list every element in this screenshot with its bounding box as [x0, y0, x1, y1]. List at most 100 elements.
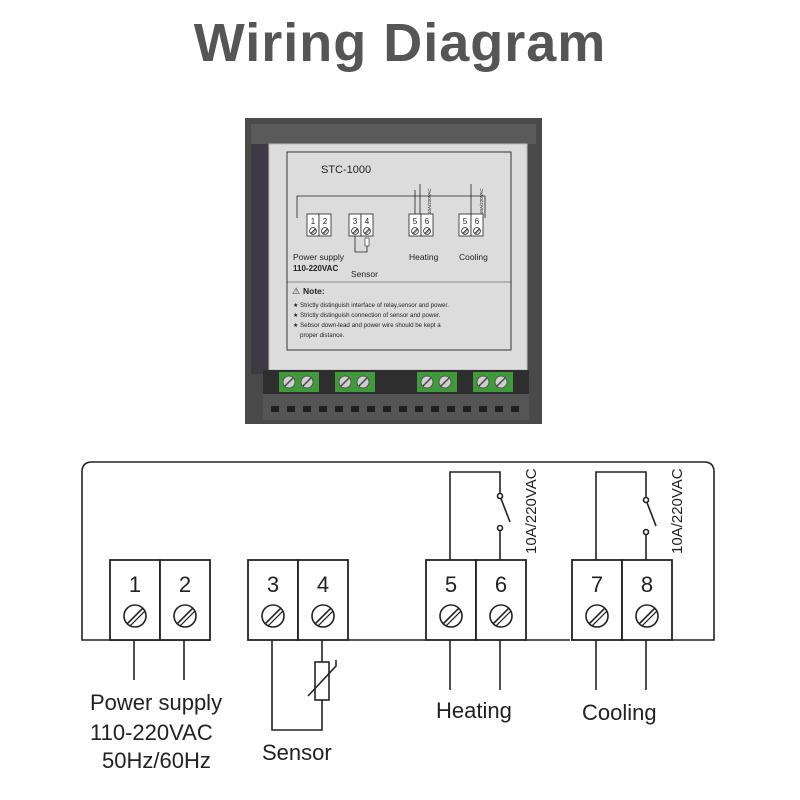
cooling-relay — [595, 471, 657, 560]
screw-icon — [363, 227, 371, 235]
screw-icon — [261, 604, 285, 628]
terminal-8: 8 — [621, 559, 673, 641]
vent-slot — [431, 406, 439, 412]
vent-slot — [303, 406, 311, 412]
vent-slot — [447, 406, 455, 412]
diagram-voltage-label: 110-220VAC — [90, 720, 213, 745]
terminal-7: 7 — [571, 559, 623, 641]
screw-icon — [311, 604, 335, 628]
vent-slot — [415, 406, 423, 412]
label-terminal: 5 — [458, 213, 472, 237]
device-connectors — [279, 372, 513, 392]
vent-slot — [511, 406, 519, 412]
label-note-title: Note: — [303, 286, 325, 296]
vent-slot — [367, 406, 375, 412]
label-relay-rating-2: 10A/220VAC — [479, 188, 484, 214]
screw-icon — [309, 227, 317, 235]
screw-icon — [173, 604, 197, 628]
connector-block — [473, 372, 513, 392]
terminal-number: 3 — [267, 572, 279, 597]
label-note-2: Strictly distinguish connection of senso… — [300, 312, 441, 319]
star-icon: ★ — [293, 302, 298, 309]
terminal-number: 7 — [591, 572, 603, 597]
star-icon: ★ — [293, 312, 298, 319]
vent-slot — [351, 406, 359, 412]
diagram-cooling-label: Cooling — [582, 700, 657, 725]
label-voltage: 110-220VAC — [293, 264, 338, 273]
screw-icon — [351, 227, 359, 235]
terminal-number: 2 — [179, 572, 191, 597]
vent-slot — [335, 406, 343, 412]
vent-slot — [383, 406, 391, 412]
device-label — [268, 143, 528, 371]
diagram-power-supply-label: Power supply — [90, 690, 222, 715]
screw-icon — [489, 604, 513, 628]
screw-icon — [473, 227, 481, 235]
cooling-relay-rating: 10A/220VAC — [669, 468, 686, 554]
terminal-number: 4 — [365, 217, 370, 226]
label-terminal: 6 — [420, 213, 434, 237]
terminal-number: 5 — [413, 217, 418, 226]
screw-icon — [411, 227, 419, 235]
vent-slot — [271, 406, 279, 412]
diagram-heating-label: Heating — [436, 698, 512, 723]
label-sensor: Sensor — [351, 269, 378, 279]
enclosure-outline — [81, 461, 715, 641]
heating-relay-rating: 10A/220VAC — [523, 468, 540, 554]
terminal-1: 1 — [109, 559, 161, 641]
device-bottom — [263, 394, 529, 420]
connector-block — [279, 372, 319, 392]
label-terminal: 4 — [360, 213, 374, 237]
heating-relay — [449, 471, 511, 560]
label-terminal: 6 — [470, 213, 484, 237]
terminal-2: 2 — [159, 559, 211, 641]
vent-slot — [287, 406, 295, 412]
label-power-supply: Power supply — [293, 252, 345, 262]
terminal-number: 5 — [463, 217, 468, 226]
page-title: Wiring Diagram — [193, 13, 607, 73]
label-note-3: Sebsor down-lead and power wire should b… — [300, 322, 441, 329]
label-note-1: Strictly distinguish interface of relay,… — [300, 302, 449, 309]
terminal-4: 4 — [297, 559, 349, 641]
screw-icon — [321, 227, 329, 235]
label-terminal: 3 — [348, 213, 362, 237]
label-terminal: 5 — [408, 213, 422, 237]
terminal-6: 6 — [475, 559, 527, 641]
terminal-number: 5 — [445, 572, 457, 597]
vent-slot — [463, 406, 471, 412]
vent-slot — [399, 406, 407, 412]
terminal-number: 6 — [475, 217, 480, 226]
label-heating: Heating — [409, 252, 439, 262]
device-vents — [271, 406, 519, 412]
diagram-sensor-label: Sensor — [262, 740, 332, 765]
terminal-number: 1 — [129, 572, 141, 597]
screw-icon — [123, 604, 147, 628]
screw-icon — [439, 604, 463, 628]
label-terminal-strip — [296, 184, 486, 218]
terminal-number: 4 — [317, 572, 329, 597]
vent-slot — [495, 406, 503, 412]
label-relay-rating-1: 10A/220VAC — [427, 188, 432, 214]
device-label-inner — [286, 151, 512, 351]
screw-icon — [585, 604, 609, 628]
screw-icon — [461, 227, 469, 235]
warning-icon: ⚠ — [292, 286, 300, 296]
label-cooling: Cooling — [459, 252, 488, 262]
connector-block — [335, 372, 375, 392]
terminal-number: 2 — [323, 217, 328, 226]
terminal-3: 3 — [247, 559, 299, 641]
diagram-frequency-label: 50Hz/60Hz — [102, 748, 211, 773]
terminal-number: 6 — [425, 217, 430, 226]
label-note-4: proper distance. — [300, 332, 345, 339]
label-terminal: 1 — [306, 213, 320, 237]
device-model: STC-1000 — [321, 164, 371, 176]
screw-icon — [423, 227, 431, 235]
terminal-number: 8 — [641, 572, 653, 597]
vent-slot — [479, 406, 487, 412]
terminal-number: 3 — [353, 217, 358, 226]
sensor-thermistor — [307, 660, 337, 701]
